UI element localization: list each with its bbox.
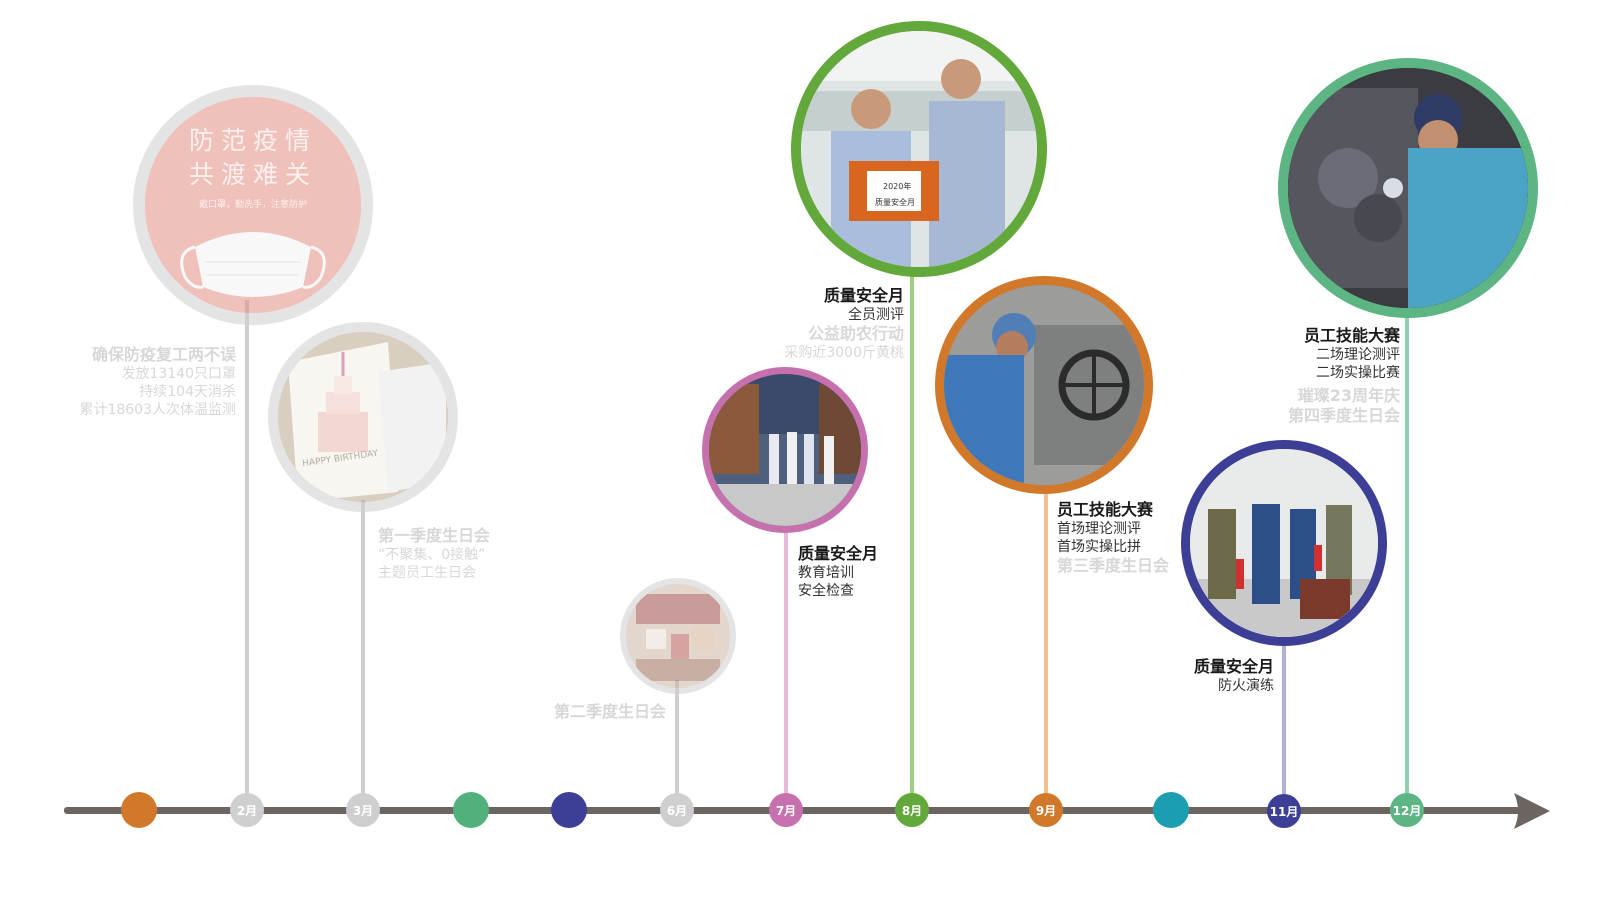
dot-feb: 2月: [230, 793, 264, 827]
month-label-jul: 7月: [775, 803, 797, 818]
dot-jun: 6月: [660, 793, 694, 827]
event-aug-text: 质量安全月 全员测评 公益助农行动 采购近3000斤黄桃: [740, 286, 904, 362]
event-jun-title: 第二季度生日会: [553, 702, 666, 721]
timeline-arrow-head: [1514, 793, 1550, 829]
event-feb-line-1: 发放13140只口罩: [121, 366, 236, 382]
event-sep-line-1: 首场理论测评: [1057, 521, 1141, 537]
dot-oct: [1153, 792, 1189, 828]
dot-jul: 7月: [769, 793, 803, 827]
event-feb-line-2: 持续104天消杀: [139, 384, 236, 400]
event-jul-text: 质量安全月 教育培训 安全检查: [798, 544, 878, 600]
stem-jul: [784, 510, 788, 810]
event-aug-title: 质量安全月: [823, 286, 904, 305]
event-nov-text: 质量安全月 防火演练: [1150, 657, 1274, 695]
fire-drill-photo: [1190, 449, 1378, 637]
circle-dec-photo: [1278, 58, 1538, 318]
circle-sep-photo: [935, 276, 1153, 494]
stem-nov: [1282, 630, 1286, 810]
poster-small-text: 戴口罩，勤洗手，注意防护: [198, 200, 307, 210]
event-dec-title-3: 第四季度生日会: [1287, 406, 1400, 425]
event-feb-title: 确保防疫复工两不误: [91, 345, 236, 364]
month-label-nov: 11月: [1269, 804, 1299, 819]
box-year: 2020年: [883, 182, 912, 191]
event-dec-title-2: 璀璨23周年庆: [1297, 386, 1400, 405]
event-feb-line-3: 累计18603人次体温监测: [79, 402, 236, 418]
dot-apr: [453, 792, 489, 828]
two-men-photo: [801, 31, 1037, 267]
dot-nov: 11月: [1267, 794, 1301, 828]
stem-sep: [1044, 480, 1048, 810]
dot-aug: 8月: [895, 793, 929, 827]
event-sep-title: 员工技能大赛: [1057, 500, 1154, 519]
machine-worker-photo: [1288, 68, 1528, 308]
month-label-dec: 12月: [1392, 803, 1422, 818]
month-label-mar: 3月: [352, 803, 374, 818]
dot-dec: 12月: [1390, 793, 1424, 827]
month-label-sep: 9月: [1035, 803, 1057, 818]
dot-may: [551, 792, 587, 828]
stem-mar: [361, 500, 365, 810]
stem-jun: [675, 680, 679, 810]
circle-jul-photo: [702, 367, 868, 533]
circle-nov-photo: [1181, 440, 1387, 646]
box-label: 质量安全月: [875, 198, 915, 207]
event-mar-line-2: 主题员工生日会: [378, 565, 476, 581]
event-feb-text: 确保防疫复工两不误 发放13140只口罩 持续104天消杀 累计18603人次体…: [60, 345, 236, 419]
poster-line-1: 防范疫情: [188, 126, 317, 155]
circle-feb-poster: 防范疫情 共渡难关 戴口罩，勤洗手，注意防护: [133, 85, 373, 325]
event-jul-title: 质量安全月: [798, 544, 879, 563]
circle-jun-photo: [620, 578, 736, 694]
lathe-worker-photo: [944, 285, 1144, 485]
mask-icon: [145, 97, 361, 313]
event-dec-title: 员工技能大赛: [1303, 326, 1400, 345]
month-label-aug: 8月: [901, 803, 923, 818]
gift-table-photo: [626, 584, 730, 688]
event-jun-text: 第二季度生日会: [520, 702, 666, 722]
stem-feb: [245, 300, 249, 810]
event-jul-line-2: 安全检查: [798, 583, 854, 599]
month-label-feb: 2月: [236, 803, 258, 818]
dot-sep: 9月: [1029, 793, 1063, 827]
dot-jan: [121, 792, 157, 828]
event-sep-line-2: 首场实操比拼: [1057, 539, 1141, 555]
stem-aug: [910, 255, 914, 810]
event-dec-text: 员工技能大赛 二场理论测评 二场实操比赛 璀璨23周年庆 第四季度生日会: [1250, 326, 1400, 426]
circle-aug-photo: 2020年 质量安全月: [791, 21, 1047, 277]
birthday-card-photo: [278, 332, 448, 502]
stem-dec: [1405, 300, 1409, 810]
event-sep-title-2: 第三季度生日会: [1057, 556, 1170, 575]
event-dec-line-2: 二场实操比赛: [1316, 365, 1400, 381]
event-jul-line-1: 教育培训: [798, 565, 854, 581]
event-mar-text: 第一季度生日会 “不聚集、0接触” 主题员工生日会: [378, 526, 490, 582]
event-dec-line-1: 二场理论测评: [1316, 347, 1400, 363]
poster-line-2: 共渡难关: [188, 160, 317, 189]
event-sep-text: 员工技能大赛 首场理论测评 首场实操比拼 第三季度生日会: [1057, 500, 1169, 576]
event-mar-title: 第一季度生日会: [378, 526, 491, 545]
event-nov-title: 质量安全月: [1193, 657, 1274, 676]
circle-mar-photo: HAPPY BIRTHDAY: [268, 322, 458, 512]
event-aug-title-2: 公益助农行动: [807, 324, 904, 343]
dot-mar: 3月: [346, 793, 380, 827]
event-aug-line-2: 采购近3000斤黄桃: [784, 345, 904, 361]
warehouse-photo: [709, 374, 861, 526]
event-aug-line-1: 全员测评: [848, 307, 904, 323]
event-nov-line-1: 防火演练: [1218, 678, 1274, 694]
month-label-jun: 6月: [666, 803, 688, 818]
event-mar-line-1: “不聚集、0接触”: [378, 547, 486, 563]
